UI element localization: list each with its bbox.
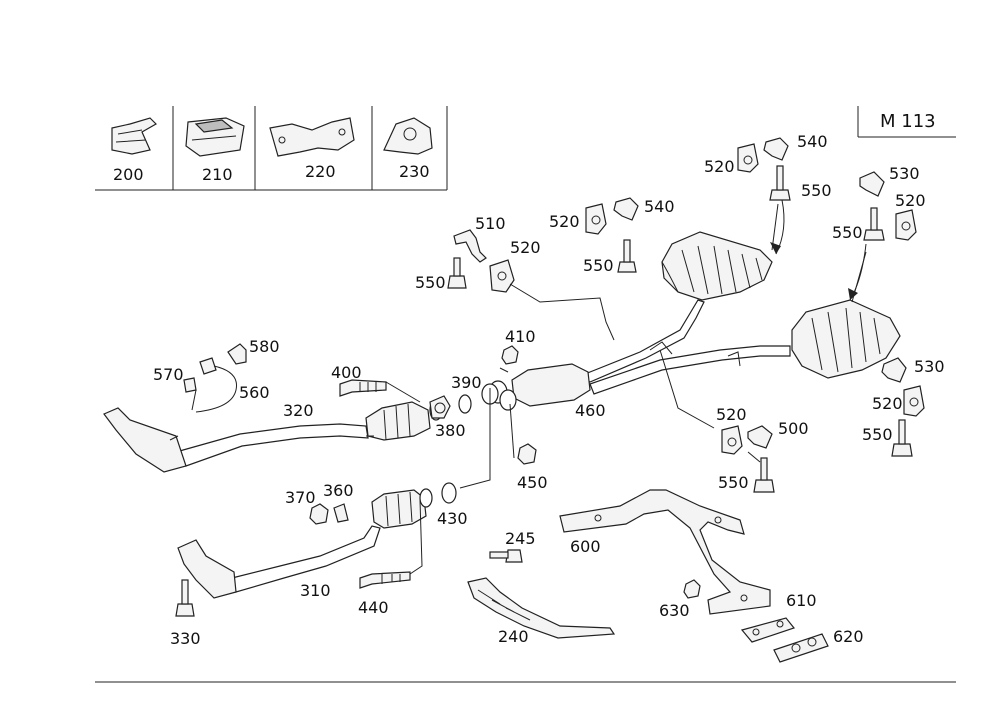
label-390: 390 xyxy=(451,373,482,392)
clip-200-drawing xyxy=(111,117,157,155)
intermediate-pipes-drawing xyxy=(578,299,791,395)
label-410: 410 xyxy=(505,327,536,346)
model-code-box: M 113 xyxy=(857,106,956,138)
label-240: 240 xyxy=(498,627,529,646)
label-460: 460 xyxy=(575,401,606,420)
label-600: 600 xyxy=(570,537,601,556)
leader-lines xyxy=(169,203,867,575)
label-360: 360 xyxy=(323,481,354,500)
clip-230-drawing xyxy=(383,117,433,155)
crossmember-600-drawing xyxy=(559,489,771,615)
label-510: 510 xyxy=(475,214,506,233)
label-370: 370 xyxy=(285,488,316,507)
arrows xyxy=(770,199,867,301)
label-520-f: 520 xyxy=(716,405,747,424)
damper-610-drawing xyxy=(740,617,829,663)
label-550-a: 550 xyxy=(415,273,446,292)
model-code: M 113 xyxy=(880,111,936,132)
label-630: 630 xyxy=(659,601,690,620)
label-540-a: 540 xyxy=(797,132,828,151)
bolts-drawing xyxy=(175,165,913,617)
label-570: 570 xyxy=(153,365,184,384)
clip-legend-box: 200 210 220 230 xyxy=(95,106,448,191)
label-560: 560 xyxy=(239,383,270,402)
oxygen-sensor-drawing xyxy=(183,343,247,413)
label-220: 220 xyxy=(305,162,336,181)
gaskets-drawing xyxy=(309,345,701,599)
label-620: 620 xyxy=(833,627,864,646)
label-550-f: 550 xyxy=(718,473,749,492)
muffler-left-drawing xyxy=(661,231,773,301)
front-pipe-320-drawing xyxy=(103,399,443,473)
label-530-b: 530 xyxy=(914,357,945,376)
label-450: 450 xyxy=(517,473,548,492)
clip-210-drawing xyxy=(185,117,245,157)
label-580: 580 xyxy=(249,337,280,356)
label-440: 440 xyxy=(358,598,389,617)
bracket-220-drawing xyxy=(269,117,355,157)
label-230: 230 xyxy=(399,162,430,181)
label-610: 610 xyxy=(786,591,817,610)
label-310: 310 xyxy=(300,581,331,600)
center-silencer-drawing xyxy=(481,363,591,411)
label-520-d: 520 xyxy=(895,191,926,210)
label-530-a: 530 xyxy=(889,164,920,183)
label-520-a: 520 xyxy=(510,238,541,257)
label-330: 330 xyxy=(170,629,201,648)
label-380: 380 xyxy=(435,421,466,440)
heat-shield-240-drawing xyxy=(467,577,616,639)
label-520-c: 520 xyxy=(704,157,735,176)
label-210: 210 xyxy=(202,165,233,184)
label-245: 245 xyxy=(505,529,536,548)
label-400: 400 xyxy=(331,363,362,382)
label-550-b: 550 xyxy=(583,256,614,275)
label-500: 500 xyxy=(778,419,809,438)
small-brackets-drawing xyxy=(453,137,907,449)
front-pipe-310-drawing xyxy=(177,488,433,599)
muffler-right-drawing xyxy=(791,299,901,379)
label-430: 430 xyxy=(437,509,468,528)
label-320: 320 xyxy=(283,401,314,420)
callout-labels: 245 240 310 320 330 360 370 380 390 400 … xyxy=(153,132,945,648)
label-200: 200 xyxy=(113,165,144,184)
label-540-b: 540 xyxy=(644,197,675,216)
rubber-hangers-drawing xyxy=(489,143,925,455)
label-520-b: 520 xyxy=(549,212,580,231)
label-520-e: 520 xyxy=(872,394,903,413)
label-550-d: 550 xyxy=(832,223,863,242)
label-550-c: 550 xyxy=(801,181,832,200)
label-550-e: 550 xyxy=(862,425,893,444)
